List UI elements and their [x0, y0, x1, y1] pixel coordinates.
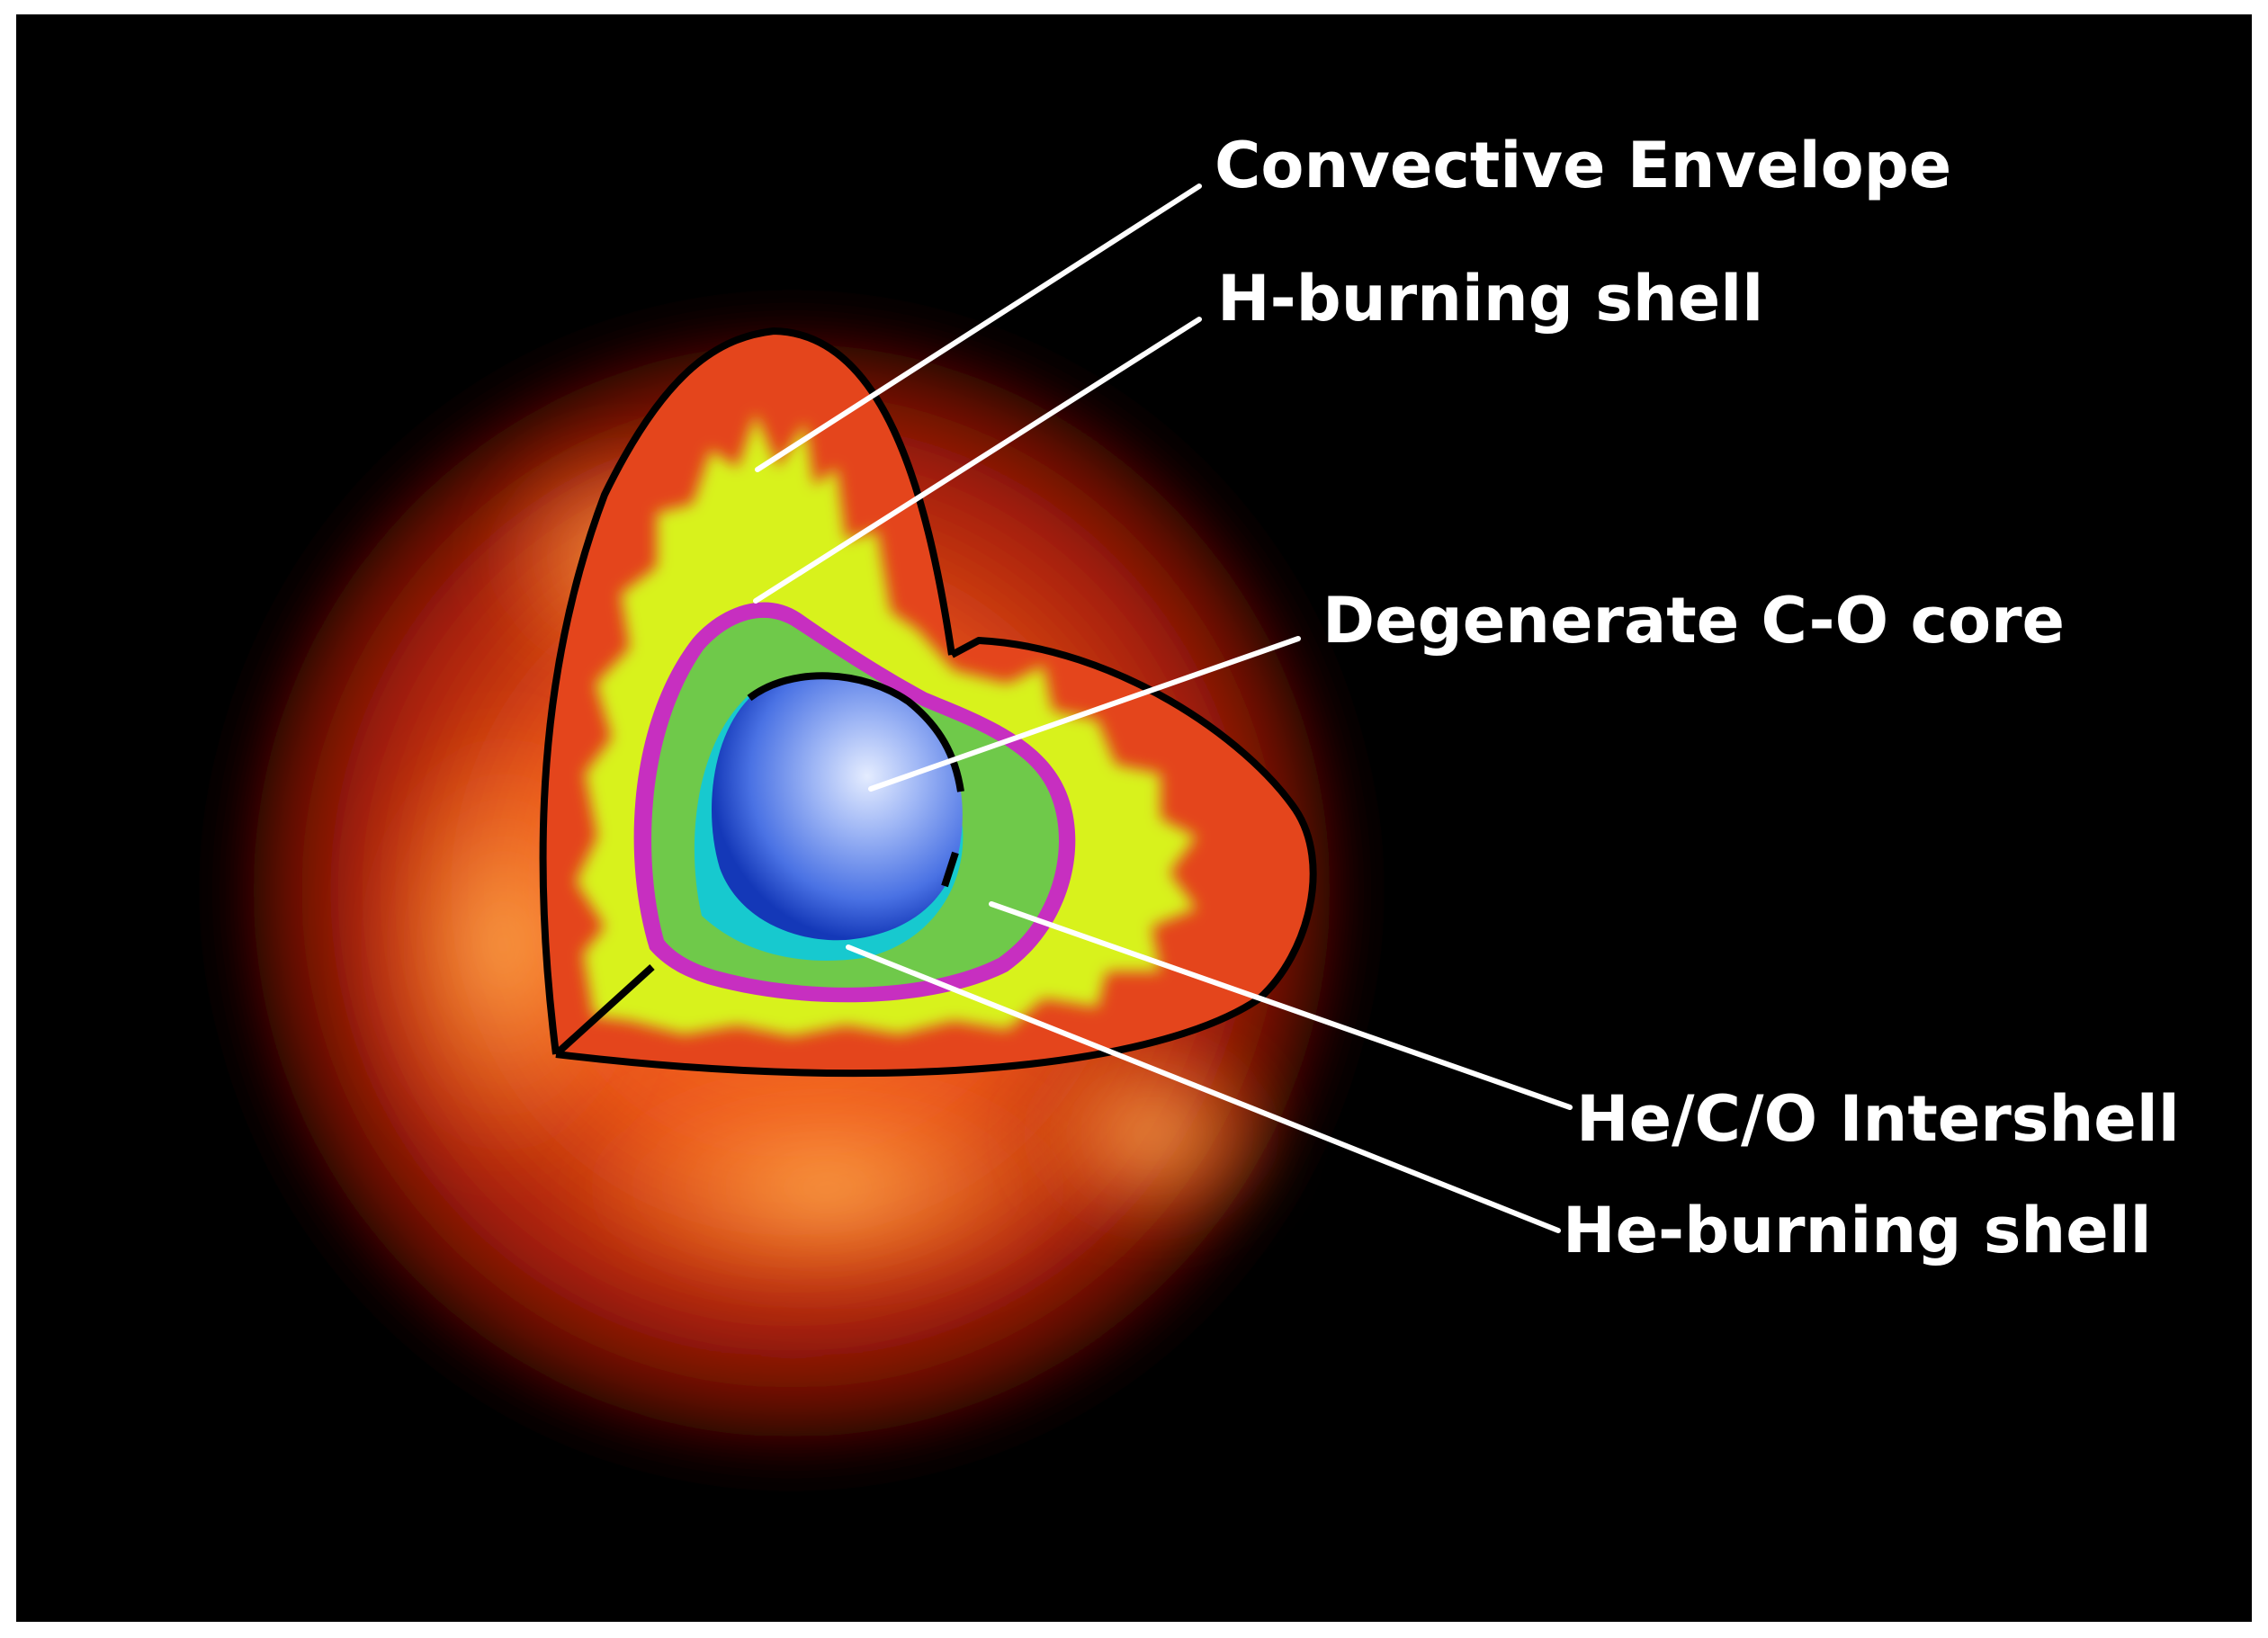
label-he-burning-shell: He-burning shell: [1563, 1194, 2152, 1267]
label-convective-envelope: Convective Envelope: [1215, 129, 1951, 202]
leader-intershell: [989, 901, 1573, 1110]
cutaway-outline: [539, 327, 1317, 1078]
leader-h-burning-shell: [753, 317, 1202, 604]
label-h-burning-shell: H-burning shell: [1217, 262, 1763, 336]
degenerate-core-sphere: [711, 676, 963, 941]
leader-lines: [753, 183, 1573, 1233]
labels: Convective Envelope H-burning shell Dege…: [1215, 129, 2180, 1267]
label-degenerate-core: Degenerate C-O core: [1322, 584, 2065, 658]
label-intershell: He/C/O Intershell: [1576, 1082, 2180, 1156]
leader-convective-envelope: [755, 183, 1202, 472]
leader-degenerate-core: [868, 636, 1301, 792]
leader-he-burning-shell: [846, 944, 1561, 1233]
